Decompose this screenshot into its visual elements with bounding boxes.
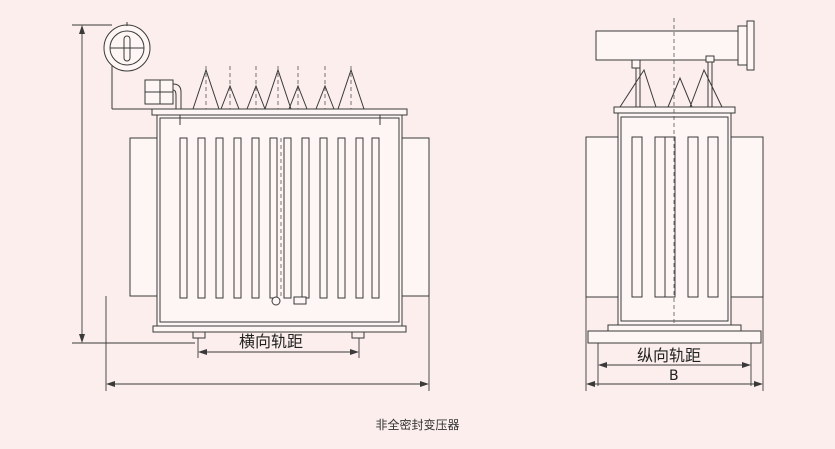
tank-inner-frame xyxy=(159,117,400,323)
right-radiator-panel xyxy=(401,137,430,297)
tank-cover xyxy=(151,108,408,116)
wheel-right xyxy=(351,332,365,339)
bushings xyxy=(192,68,365,110)
side-right-panel xyxy=(730,136,764,298)
transverse-gauge-label: 横向轨距 xyxy=(239,332,304,351)
height-dimension xyxy=(72,24,195,344)
wheel-left xyxy=(192,332,206,339)
side-tank-inner xyxy=(620,116,729,322)
gauge-assembly xyxy=(103,22,182,110)
main-tank xyxy=(156,113,403,327)
side-cooling-fins xyxy=(631,136,719,298)
nameplate xyxy=(293,296,307,305)
overall-width-dimension xyxy=(105,296,430,391)
width-b-label: B xyxy=(669,368,679,384)
drain-valve xyxy=(271,296,281,306)
side-base-lower xyxy=(587,330,762,344)
side-tank-cover xyxy=(613,106,736,114)
side-view xyxy=(585,18,764,391)
longitudinal-gauge-label: 纵向轨距 xyxy=(637,346,702,365)
side-left-panel xyxy=(585,136,619,298)
side-conservator xyxy=(595,20,755,107)
longitudinal-gauge-dimension xyxy=(597,343,752,386)
side-bushings xyxy=(619,68,723,108)
left-radiator-panel xyxy=(129,137,158,297)
figure-caption: 非全密封变压器 xyxy=(375,418,460,432)
front-view xyxy=(72,22,430,391)
base-frame xyxy=(152,325,407,333)
width-b-dimension xyxy=(585,297,764,391)
cooling-fins xyxy=(179,137,380,299)
bushing-centerlines xyxy=(205,66,352,109)
transverse-gauge-dimension xyxy=(197,338,360,358)
side-base-upper xyxy=(607,324,742,332)
